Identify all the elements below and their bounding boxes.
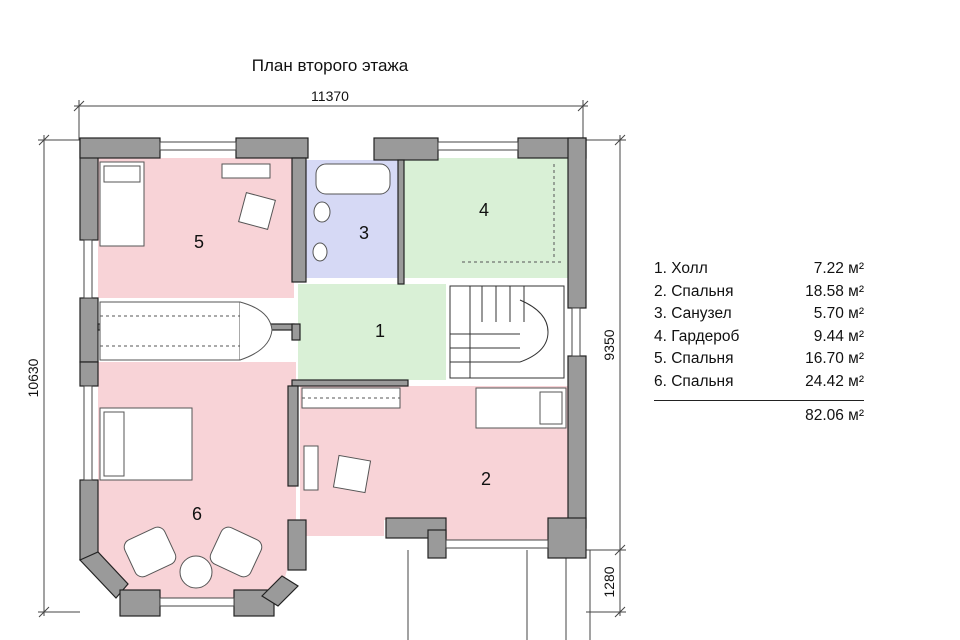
legend-row: 4. Гардероб 9.44 м² [654,326,864,349]
legend-room-area: 7.22 м² [813,260,864,277]
desk-room-5 [221,163,271,179]
chair-room-2 [332,454,372,494]
room-4-fill [404,158,568,278]
armchair-right [209,526,263,578]
legend-room-area: 9.44 м² [813,327,864,345]
legend-room-name: 1. Холл [654,260,708,277]
room-label-3: 3 [359,223,369,243]
dimension-height: 10630 [25,358,41,397]
legend-room-name: 2. Спальня [654,282,734,300]
toilet [312,242,328,262]
legend-row: 5. Спальня 16.70 м² [654,348,864,371]
room-label-6: 6 [192,504,202,524]
room-label-4: 4 [479,200,489,220]
legend-row: 2. Спальня 18.58 м² [654,281,864,304]
legend-room-name: 3. Санузел [654,305,732,323]
sink [313,201,331,223]
legend-divider [654,399,864,401]
dimension-right-height: 9350 [601,329,617,360]
room-label-1: 1 [375,321,385,341]
bathtub [315,163,391,195]
legend-room-area: 16.70 м² [805,350,864,368]
dimension-width: 11370 [311,88,349,104]
room-label-2: 2 [481,469,491,489]
room-1-fill [298,284,446,380]
legend-room-name: 5. Спальня [654,350,734,368]
room-label-5: 5 [194,232,204,252]
legend-room-name: 4. Гардероб [654,327,740,345]
armchair-left [123,526,177,578]
round-table [179,555,213,589]
chair-room-5 [238,192,276,230]
desk-room-2 [303,445,319,491]
legend-room-name: 6. Спальня [654,372,734,390]
windows [83,141,581,607]
plan-title: План второго этажа [251,56,409,75]
legend-room-area: 5.70 м² [813,305,864,323]
legend-total-area: 82.06 м² [805,406,864,424]
legend-row: 6. Спальня 24.42 м² [654,371,864,394]
legend-row: 1. Холл 7.22 м² [654,258,864,281]
room-fills [98,158,568,600]
legend-room-area: 18.58 м² [805,282,864,300]
wardrobe-room-6 [99,301,241,361]
legend-room-area: 24.42 м² [805,372,864,390]
dimension-bay-depth: 1280 [601,566,617,597]
furniture [99,161,567,589]
legend-row: 3. Санузел 5.70 м² [654,303,864,326]
staircase [449,285,565,379]
area-legend: 1. Холл 7.22 м² 2. Спальня 18.58 м² 3. С… [654,258,864,425]
